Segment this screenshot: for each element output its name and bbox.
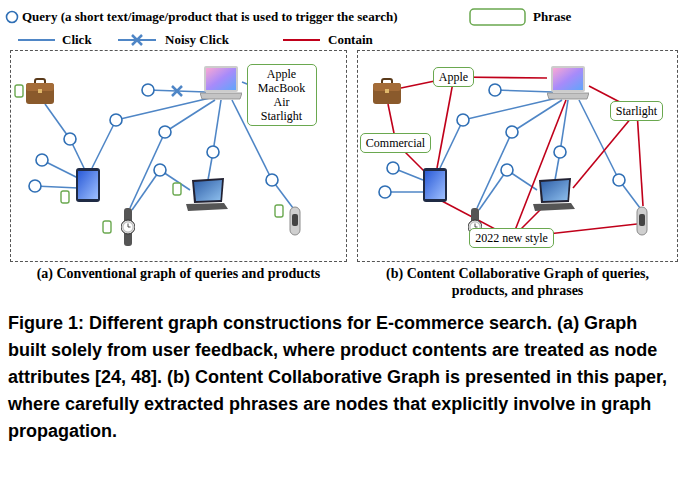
click-line xyxy=(165,100,215,132)
legend-sample xyxy=(7,12,18,23)
product-icon xyxy=(200,66,242,99)
legend-sample xyxy=(132,35,142,45)
click-line xyxy=(477,132,512,208)
query-circle xyxy=(501,164,513,176)
graph-panel: (b) Content Collaborative Graph of queri… xyxy=(357,50,678,262)
contain-line xyxy=(573,111,637,188)
phrase-text: Starlight xyxy=(616,104,657,118)
query-circle xyxy=(110,114,122,126)
click-line xyxy=(479,170,507,210)
product-icon xyxy=(547,66,589,99)
noisy-click-mark xyxy=(172,86,182,96)
product-icon xyxy=(637,207,647,235)
contain-line xyxy=(388,77,643,238)
legend-text: Noisy Click xyxy=(165,32,229,48)
product-icon xyxy=(186,178,228,211)
phrase-attribute-icon xyxy=(15,85,283,233)
query-circle xyxy=(457,114,469,126)
query-circle xyxy=(159,126,171,138)
query-circle xyxy=(613,174,625,186)
phrase-attribute-icon xyxy=(275,205,283,217)
legend-sample xyxy=(18,39,55,41)
legend-text: Phrase xyxy=(533,9,571,25)
phrase-text: Apple xyxy=(439,70,468,84)
product-icon xyxy=(423,168,447,202)
click-line xyxy=(92,120,116,168)
noisy-click-mark xyxy=(172,86,182,96)
phrase-box: Commercial xyxy=(360,133,431,153)
phrase-text: Commercial xyxy=(366,136,425,150)
legend-text: Click xyxy=(62,32,92,48)
product-icon xyxy=(26,66,647,246)
query-circle xyxy=(387,162,399,174)
click-line xyxy=(440,120,463,168)
panel-caption: (a) Conventional graph of queries and pr… xyxy=(29,265,329,282)
click-line xyxy=(213,100,221,152)
graph-panel: (a) Conventional graph of queries and pr… xyxy=(10,50,347,262)
legend-sample xyxy=(283,39,320,41)
product-icon xyxy=(76,168,100,202)
legend-sample xyxy=(470,9,525,25)
product-icon xyxy=(533,178,575,211)
phrase-attribute-icon xyxy=(61,191,69,203)
query-circle xyxy=(64,133,76,145)
phrase-attribute-icon xyxy=(173,183,181,195)
query-circle xyxy=(489,84,501,96)
contain-line xyxy=(437,77,454,168)
contain-line xyxy=(637,111,643,206)
query-circle xyxy=(142,84,154,96)
click-line xyxy=(132,170,160,210)
product-icon xyxy=(26,79,54,104)
click-line xyxy=(560,100,568,152)
query-circle xyxy=(207,146,219,158)
contain-line xyxy=(512,100,566,238)
phrase-box: 2022 new style xyxy=(469,228,554,248)
legend-text: Query (a short text/image/product that i… xyxy=(22,9,398,25)
phrase-attribute-icon xyxy=(15,85,23,97)
product-icon xyxy=(121,208,135,246)
query-circle xyxy=(36,154,48,166)
phrase-box: Starlight xyxy=(610,101,663,121)
phrase-box: Apple MacBook Air Starlight xyxy=(247,64,317,126)
query-circle xyxy=(506,126,518,138)
phrase-box: Apple xyxy=(433,67,474,87)
product-icon xyxy=(290,207,300,235)
query-circle xyxy=(29,180,41,192)
click-line xyxy=(116,98,210,120)
query-circle xyxy=(154,164,166,176)
product-icon xyxy=(373,79,401,104)
phrase-text: 2022 new style xyxy=(475,231,548,245)
figure-caption: Figure 1: Different graph constructions … xyxy=(8,310,677,445)
query-circle xyxy=(554,146,566,158)
legend-sample xyxy=(132,35,142,45)
query-circle xyxy=(379,186,391,198)
panel-caption: (b) Content Collaborative Graph of queri… xyxy=(368,265,668,299)
click-line xyxy=(463,98,557,120)
click-line xyxy=(130,132,165,208)
query-circle xyxy=(29,84,625,198)
query-circle xyxy=(266,174,278,186)
phrase-attribute-icon xyxy=(103,221,111,233)
noisy-click-mark xyxy=(172,86,182,96)
click-line xyxy=(495,90,553,92)
legend-text: Contain xyxy=(328,32,373,48)
phrase-text: Apple MacBook Air Starlight xyxy=(253,67,311,123)
